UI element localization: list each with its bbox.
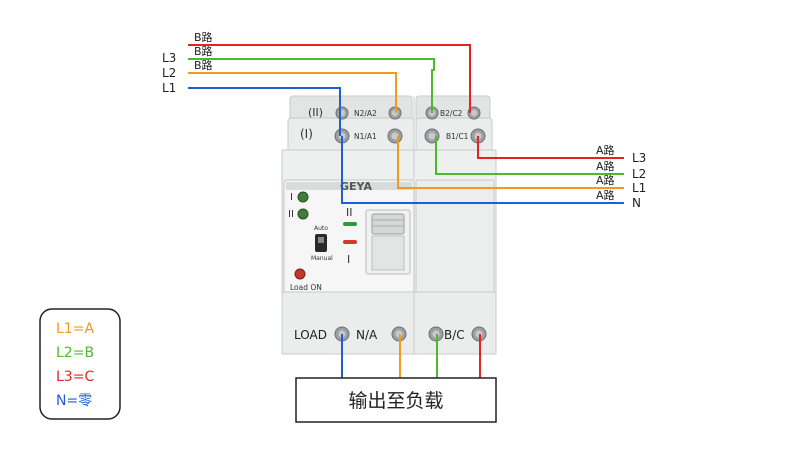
handle-ii-indicator	[343, 222, 357, 226]
handle-lever[interactable]	[371, 213, 405, 235]
wire-a-l3	[477, 136, 624, 159]
label-n1a1: N1/A1	[354, 132, 377, 141]
load-on-label: Load ON	[290, 283, 322, 292]
right-line-label-l3: L3	[632, 151, 646, 165]
top-line-label-l2: L2	[162, 66, 176, 80]
screw-n2-top	[335, 106, 349, 120]
handle-ii-label: II	[346, 206, 353, 219]
right-module	[415, 179, 495, 297]
legend-box	[39, 308, 121, 420]
label-b2c2: B2/C2	[440, 109, 463, 118]
right-wire-label-3: A路	[596, 174, 615, 187]
wire-b-l1	[188, 72, 397, 113]
top-wire-label-1: B路	[194, 31, 213, 44]
handle-i-label: I	[347, 253, 350, 266]
wire-b-l3	[188, 44, 471, 113]
indicator-i-label: I	[290, 192, 293, 203]
wires-source-a	[341, 136, 624, 204]
legend-item-l2: L2=B	[56, 345, 94, 361]
right-line-label-l1: L1	[632, 181, 646, 195]
out-na-label: N/A	[356, 328, 378, 342]
legend-item-n: N=零	[56, 393, 92, 409]
lower-housing	[281, 291, 497, 355]
manual-label: Manual	[311, 255, 333, 262]
load-label: LOAD	[294, 328, 327, 342]
indicator-ii-lamp	[297, 208, 309, 220]
indicator-ii-label: II	[288, 209, 294, 220]
top-wire-label-3: B路	[194, 59, 213, 72]
top-wire-label-2: B路	[194, 45, 213, 58]
label-b1c1: B1/C1	[446, 132, 469, 141]
legend-item-l1: L1=A	[56, 321, 94, 337]
wire-b-n	[188, 87, 341, 136]
load-on-lamp	[294, 268, 306, 280]
wire-a-n	[341, 136, 624, 204]
brand-strip	[286, 182, 412, 190]
legend-item-l3: L3=C	[56, 369, 94, 385]
output-load-label: 输出至负载	[348, 390, 443, 412]
auto-label: Auto	[314, 225, 328, 232]
brand-logo: GEYA	[340, 180, 372, 193]
top-line-label-l3: L3	[162, 51, 176, 65]
switch-knob	[318, 237, 324, 243]
handle-track	[371, 235, 405, 271]
right-line-label-l2: L2	[632, 167, 646, 181]
label-roman-i-top: (I)	[300, 127, 313, 141]
right-line-label-n: N	[632, 196, 641, 210]
output-load-box	[295, 377, 497, 423]
label-n2a2: N2/A2	[354, 109, 377, 118]
wire-a-l2	[435, 136, 624, 175]
out-bc-label: B/C	[444, 328, 465, 342]
wires-output	[341, 334, 481, 378]
handle-i-indicator	[343, 240, 357, 244]
top-line-label-l1: L1	[162, 81, 176, 95]
label-roman-ii-top: (II)	[308, 106, 323, 119]
screw-a1	[387, 128, 403, 144]
right-wire-label-2: A路	[596, 160, 615, 173]
right-wire-label-4: A路	[596, 189, 615, 202]
ats-device: (II) N2/A2 B2/C2 (I) N1/A1 B1/C1 GEYA I …	[281, 95, 497, 355]
wire-a-l1	[397, 136, 624, 189]
wires-source-b	[188, 44, 471, 136]
wire-b-l2	[188, 58, 435, 113]
right-wire-label-1: A路	[596, 144, 615, 157]
indicator-i-lamp	[297, 191, 309, 203]
